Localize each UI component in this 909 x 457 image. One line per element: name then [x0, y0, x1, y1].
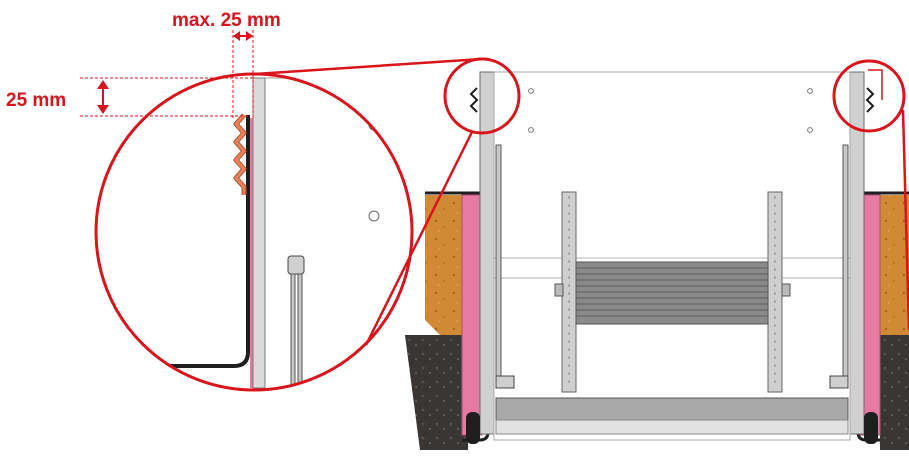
cover-box — [493, 71, 851, 441]
concrete-left — [405, 335, 468, 450]
seal-right — [865, 87, 875, 113]
height-dimension-label: 25 mm — [6, 90, 66, 111]
source-circle-right — [832, 59, 906, 133]
bottom-slat — [495, 397, 849, 421]
soil-right — [880, 195, 909, 335]
gap-dimension-label: max. 25 mm — [172, 10, 281, 31]
housing-plate-left — [479, 71, 495, 435]
pink-insulation-left — [461, 194, 483, 436]
soil-left — [425, 195, 468, 335]
connector-bottom — [364, 131, 474, 346]
detail-magnifier — [94, 72, 414, 392]
connector-right — [901, 109, 909, 331]
detail-circle-outline — [94, 72, 414, 392]
liner-bend — [96, 115, 250, 368]
reel — [554, 191, 791, 393]
main-cross-section — [405, 71, 909, 450]
concrete-right — [880, 335, 909, 450]
dimension-height — [80, 77, 255, 117]
dimension-gap — [232, 30, 254, 120]
seal-left — [469, 87, 479, 113]
connector-top — [254, 57, 483, 76]
